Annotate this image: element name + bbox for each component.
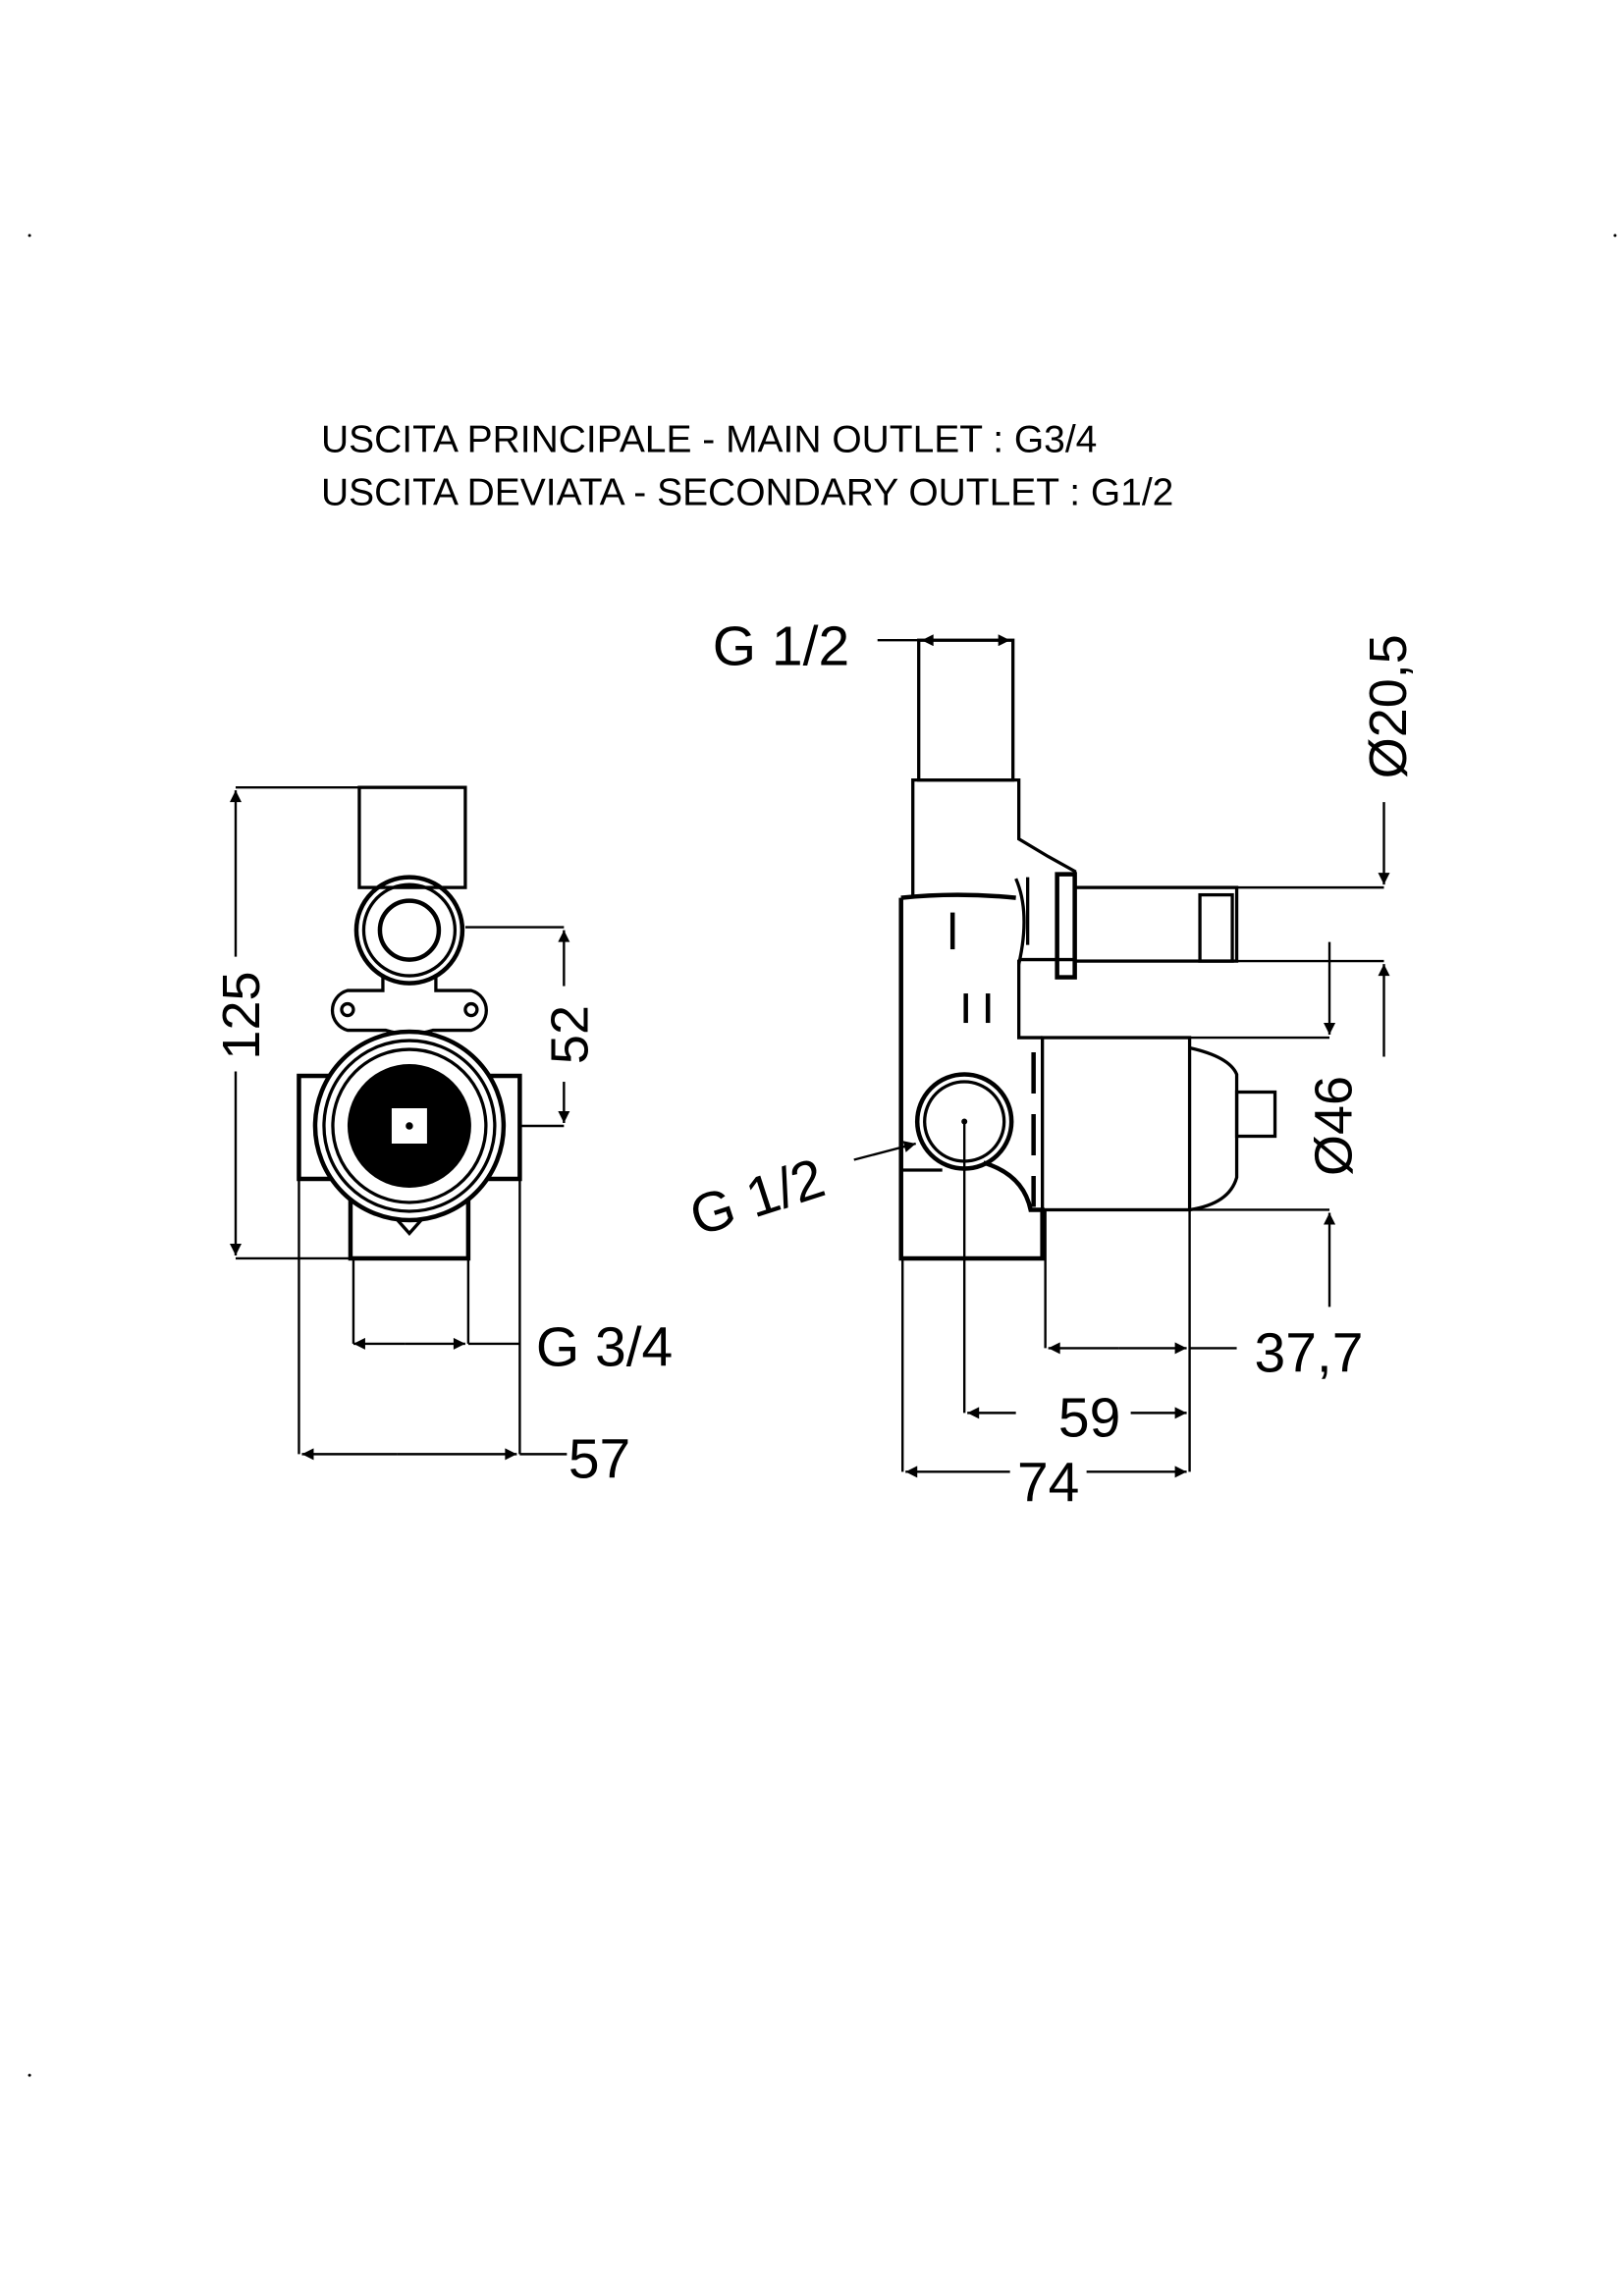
top-thread-g12: G 1/2	[713, 615, 849, 678]
body-outline	[898, 897, 1045, 1261]
knob-cap	[1189, 1045, 1239, 1212]
depth-dim-37-7: 37,7	[1255, 1321, 1364, 1384]
control-body	[1041, 1036, 1192, 1212]
horizontal-outlet	[1072, 885, 1239, 963]
front-dimensions: 125 52 G 3/4 57	[212, 785, 673, 1490]
top-nut	[353, 875, 465, 986]
top-pipe	[917, 638, 1015, 782]
secondary-outlet-note: USCITA DEVIATA - SECONDARY OUTLET : G1/2	[321, 471, 1173, 513]
depth-dim-74: 74	[1017, 1451, 1079, 1514]
side-dimensions: G 1/2 Ø20,5 Ø46 G 1/2 37,7 59 74	[682, 615, 1418, 1515]
side-view	[898, 638, 1277, 1261]
page-corner-marks	[27, 234, 1617, 2077]
top-pipe	[357, 785, 467, 889]
pipe-diameter-20-5: Ø20,5	[1359, 634, 1418, 778]
front-view	[297, 785, 522, 1261]
pipe-shoulder	[911, 778, 1077, 980]
main-outlet-note: USCITA PRINCIPALE - MAIN OUTLET : G3/4	[321, 418, 1097, 460]
width-dim-57: 57	[568, 1427, 630, 1490]
outlet-thread-g34: G 3/4	[536, 1315, 673, 1378]
height-dim-125: 125	[212, 972, 271, 1060]
stem	[1234, 1090, 1277, 1139]
body-diameter-46: Ø46	[1305, 1076, 1364, 1176]
depth-dim-59: 59	[1058, 1386, 1120, 1449]
center-dim-52: 52	[540, 1005, 599, 1064]
side-thread-g12: G 1/2	[682, 1147, 832, 1249]
